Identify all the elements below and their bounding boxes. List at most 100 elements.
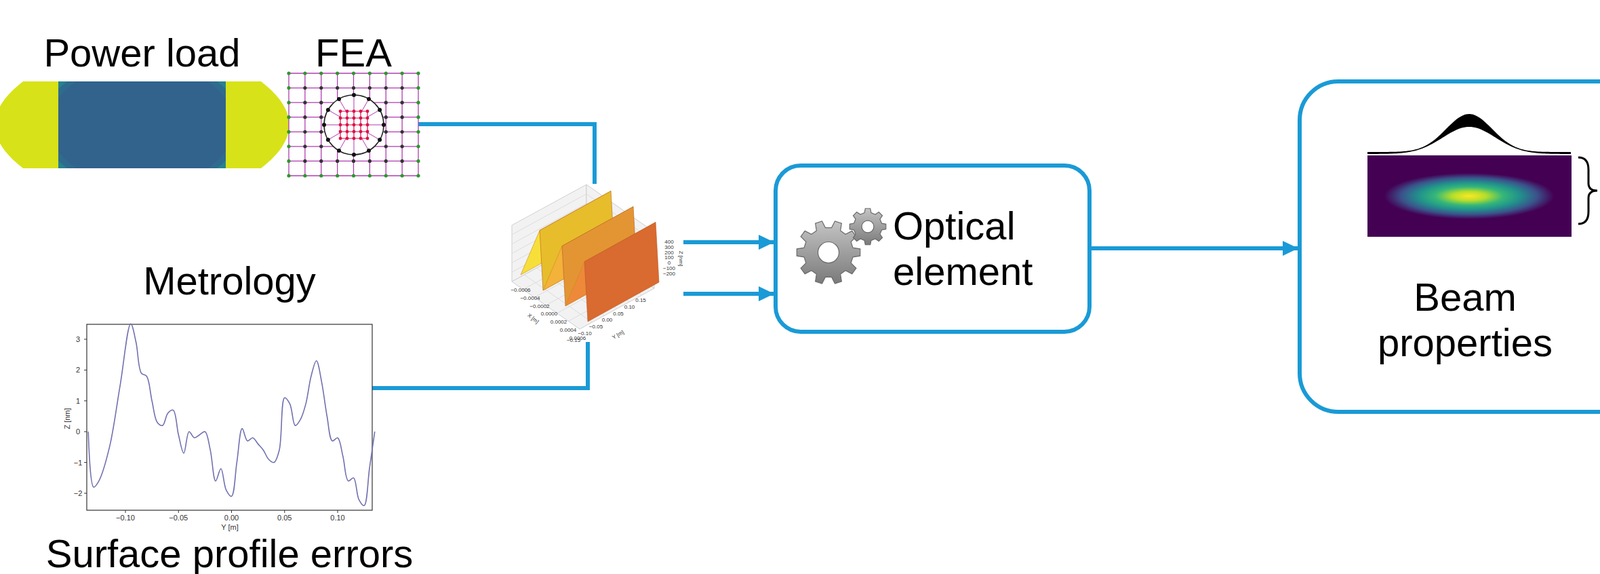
axis-label: Z [nm] [677,250,684,267]
fea-mesh-part [345,109,350,114]
box-label: Beam properties [1356,274,1574,365]
fea-mesh-part [286,86,291,90]
fea-mesh-part [303,115,307,119]
fea-mesh-part [319,115,323,119]
flow-arrow [1091,246,1298,251]
axis-label: −0.10 [577,330,592,337]
image-node: FEA [288,73,419,176]
fea-mesh-part [416,144,420,148]
profile-plot-part [84,492,87,494]
fea-mesh-part [352,123,356,127]
axis-label: −0.0004 [520,295,540,302]
image-node: MetrologySurface profile errors [86,324,373,510]
fea-mesh-part [345,116,350,120]
fea-mesh-part [286,173,291,177]
axis-label: 200 [664,250,674,256]
fea-mesh-part [319,159,323,163]
axis-label: 3 [75,335,80,344]
fea-mesh-part [366,96,371,102]
fea-mesh-part [288,73,419,176]
axis-label: −200 [663,271,676,277]
fea-mesh-part [366,123,370,127]
fea-mesh-part [338,123,343,127]
fea-mesh-part [324,124,339,126]
fea-mesh-part [351,86,356,90]
fea-mesh-part [416,159,420,163]
fea-mesh-part [338,116,343,120]
fea-mesh-part [416,173,420,177]
fea-mesh-part [359,136,363,141]
fea-mesh-part [335,173,339,177]
fea-mesh-part [359,109,363,114]
beam-image-part [1384,172,1554,219]
fea-mesh-part [303,159,307,163]
fea-mesh-part [384,159,388,163]
profile-plot-part [88,323,375,506]
fea-mesh-part [286,115,291,119]
fea-mesh-part [381,122,386,127]
fea-mesh-part [353,139,355,155]
profile-plot-part [84,461,87,463]
fea-mesh-part [352,109,356,114]
surface-3d-plot [499,183,684,342]
axis-label: X [m] [526,312,540,325]
axis-label: 100 [664,254,674,261]
axis-label: −2 [73,489,83,497]
fea-mesh-part [322,122,327,127]
fea-mesh-part [345,123,350,127]
fea-mesh-part [338,130,343,134]
gaussian-profile [1367,113,1571,154]
fea-mesh-part [368,159,372,163]
profile-plot-part [86,324,373,510]
fea-mesh-part [400,115,405,119]
fea-mesh-part [384,130,388,134]
axis-label: 0.0002 [550,319,567,325]
axis-label: 1 [75,396,80,405]
fea-mesh-part [345,130,350,134]
fea-mesh-part [319,144,323,148]
axis-label: 400 [664,239,674,245]
profile-plot-part [84,431,87,432]
fea-mesh-part [351,159,356,163]
axis-label: 0 [667,260,671,266]
profile-plot-part [284,509,285,513]
axis-label: −0.15 [566,337,581,344]
axis-label: −0.05 [589,324,603,330]
fea-mesh-part [324,94,384,155]
profile-plot-part [231,509,232,513]
fea-mesh-part [338,136,343,141]
fea-mesh-part [359,123,363,127]
box-label: Optical element [892,203,1056,294]
axis-label: Y [m] [611,329,626,341]
axis-label: −1 [73,458,83,466]
fea-mesh-part [345,136,350,141]
axis-label: 0.10 [624,304,636,310]
fea-mesh-part [326,137,331,142]
fea-mesh-part [400,130,405,134]
surface-3d-plot-part [584,222,659,322]
fea-mesh-part [400,86,405,90]
fea-mesh-part [366,109,370,114]
fea-mesh-part [416,71,420,75]
fea-mesh-part [335,159,339,163]
power-load-map-part [225,81,290,169]
fea-mesh-part [326,107,331,112]
fea-mesh-part [384,173,388,177]
fea-mesh-part [366,130,370,134]
fea-mesh-part [319,86,323,90]
fea-mesh-part [352,116,356,120]
node-heading: Metrology [143,258,316,304]
profile-plot-part [125,509,127,513]
gear-icon-part [817,241,839,263]
fea-mesh-part [303,86,307,90]
fea-mesh-part [351,173,356,177]
axis-label: −0.05 [168,513,188,522]
profile-plot-part [84,400,87,401]
axis-label: 300 [664,244,674,251]
axis-label: 0.00 [602,317,613,323]
axis-label: −100 [663,265,676,272]
fea-mesh-part [351,92,356,97]
fea-mesh-part [366,116,370,120]
axis-label: 2 [75,366,80,374]
axis-label: 0.0004 [560,327,577,333]
